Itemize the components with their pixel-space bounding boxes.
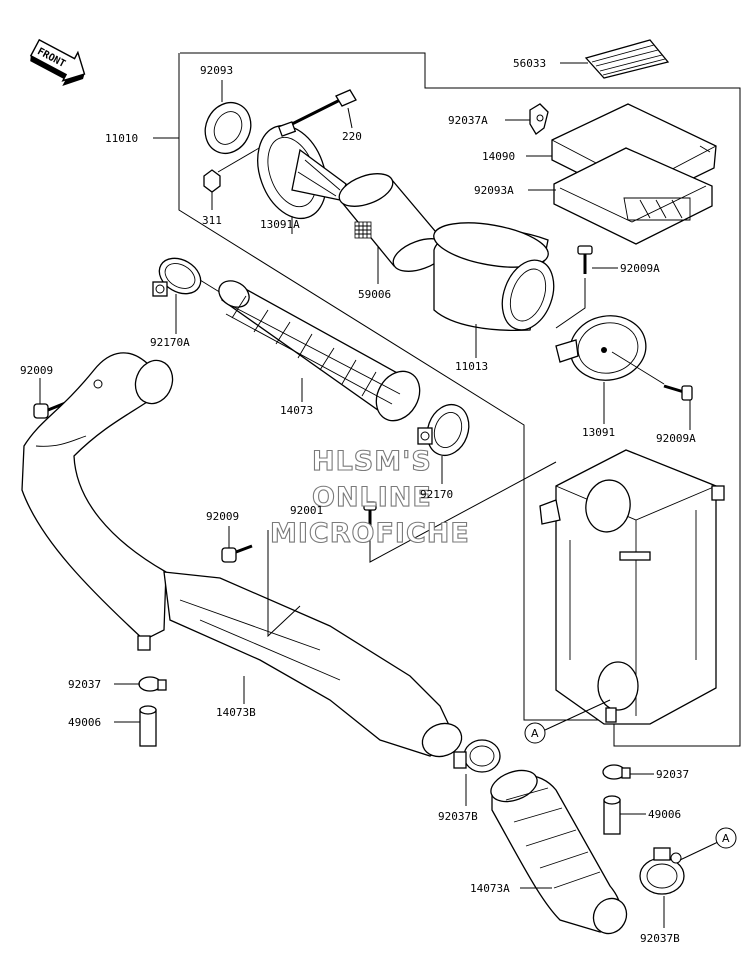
svg-text:A: A (722, 832, 730, 845)
label-49006-left: 49006 (68, 716, 101, 729)
leader-220 (347, 107, 353, 129)
leader-ref-a-left (544, 699, 611, 731)
label-92037-right: 92037 (656, 768, 689, 781)
front-arrow-icon: FRONT (29, 38, 86, 87)
screw-92009a-top-part (577, 245, 593, 274)
label-92037a: 92037A (448, 114, 488, 127)
leader-ref-a-right (679, 841, 719, 861)
label-14073b: 14073B (216, 706, 256, 719)
svg-text:A: A (531, 727, 539, 740)
bracket-92009a (555, 278, 586, 329)
bracket-92009-mid (267, 530, 301, 638)
leader-92001 (369, 461, 557, 563)
label-14073a: 14073A (470, 882, 510, 895)
sleeve-49006-left-part (139, 705, 157, 747)
label-14073: 14073 (280, 404, 313, 417)
svg-text:ONLINE: ONLINE (312, 482, 432, 513)
label-56033: 56033 (513, 57, 546, 70)
label-92009-left: 92009 (20, 364, 53, 377)
label-92037-left: 92037 (68, 678, 101, 691)
label-13091a: 13091A (260, 218, 300, 231)
duct-14073a-part (490, 769, 628, 935)
duct-14073-part (218, 280, 421, 422)
clip-92037a-part (529, 103, 549, 135)
ref-mark-a-left: A (524, 722, 546, 744)
bolt-220-part (287, 89, 357, 128)
clamp-92037b-left-part (453, 739, 501, 773)
ref-mark-a-right: A (715, 827, 737, 849)
screw-92009a-bottom-part (663, 384, 693, 401)
foam-filter-11013-part (433, 222, 555, 331)
svg-text:HLSM'S: HLSM'S (312, 446, 432, 477)
airbox-case-part (539, 449, 725, 725)
label-11013: 11013 (455, 360, 488, 373)
label-92170: 92170 (420, 488, 453, 501)
intake-duct-14073b-part (21, 352, 463, 758)
label-92009a-bottom: 92009A (656, 432, 696, 445)
group-bracket-11010 (178, 52, 741, 747)
label-59006: 59006 (358, 288, 391, 301)
label-92037b-left: 92037B (438, 810, 478, 823)
screw-92009-mid-part (221, 544, 253, 563)
clip-92037-right-part (602, 764, 631, 780)
clamp-92170-part (417, 403, 470, 457)
label-49006-right: 49006 (648, 808, 681, 821)
label-311: 311 (202, 214, 222, 227)
seal-ring-part (204, 102, 252, 154)
seal-92093a-part (553, 147, 713, 245)
clamp-92170a-part (152, 257, 202, 297)
screw-92001-part (363, 501, 377, 528)
label-13091: 13091 (582, 426, 615, 439)
label-92037b-right: 92037B (640, 932, 680, 945)
cap-13091-part (555, 315, 647, 381)
watermark: HLSM'S ONLINE MICROFICHE (269, 445, 470, 549)
label-92093: 92093 (200, 64, 233, 77)
label-92009a-top: 92009A (620, 262, 660, 275)
nut-311-part (203, 169, 221, 193)
filter-holder-13091a-part (257, 121, 347, 220)
clip-92037-left-part (138, 676, 167, 692)
label-92170a: 92170A (150, 336, 190, 349)
clamp-92037b-right-part (639, 847, 685, 895)
filter-sheet-part (584, 39, 670, 79)
sleeve-49006-right-part (603, 795, 621, 835)
label-92093a: 92093A (474, 184, 514, 197)
label-14090: 14090 (482, 150, 515, 163)
svg-text:MICROFICHE: MICROFICHE (270, 518, 470, 549)
label-220: 220 (342, 130, 362, 143)
label-92001: 92001 (290, 504, 323, 517)
label-11010: 11010 (105, 132, 138, 145)
label-92009-mid: 92009 (206, 510, 239, 523)
